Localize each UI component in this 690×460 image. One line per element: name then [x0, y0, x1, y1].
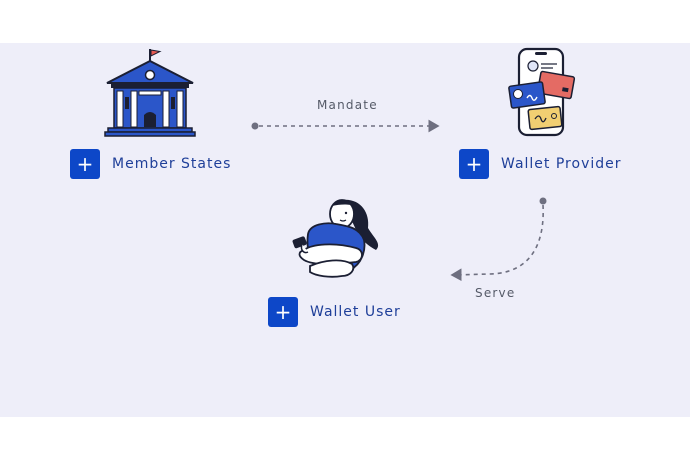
member-states-label: Member States	[112, 156, 232, 172]
phone-wallet-cards-icon	[508, 47, 576, 137]
serve-label: Serve	[475, 286, 516, 300]
wallet-provider-label: Wallet Provider	[501, 156, 622, 172]
government-building-icon	[104, 49, 196, 137]
plus-icon[interactable]: +	[70, 149, 100, 179]
plus-icon[interactable]: +	[268, 297, 298, 327]
node-member-states[interactable]: + Member States	[70, 149, 231, 179]
node-wallet-provider[interactable]: + Wallet Provider	[459, 149, 622, 179]
plus-icon[interactable]: +	[459, 149, 489, 179]
node-wallet-user[interactable]: + Wallet User	[268, 297, 401, 327]
wallet-user-label: Wallet User	[310, 304, 401, 320]
mandate-label: Mandate	[317, 98, 378, 112]
person-holding-phone-icon	[292, 199, 379, 278]
